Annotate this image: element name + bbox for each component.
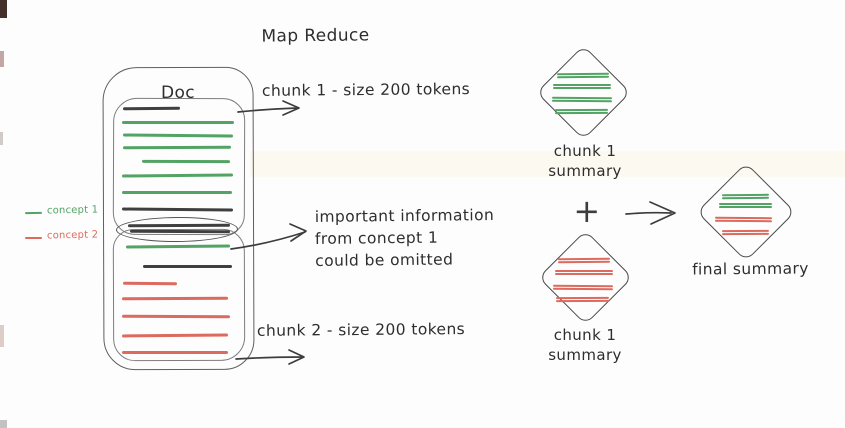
edge-artifact — [0, 0, 7, 18]
chunk2-summary-diamond — [538, 230, 633, 325]
omitted-note: important information from concept 1 cou… — [315, 204, 495, 272]
plus-operator: + — [573, 192, 601, 230]
chunk1-summary-label-line2: summary — [548, 162, 622, 180]
edge-artifact — [0, 51, 4, 67]
chunk2-box — [112, 228, 246, 362]
sketch-line — [25, 237, 42, 240]
chunk1-summary-label-line1: chunk 1 — [553, 142, 617, 160]
final-summary-diamond — [696, 162, 796, 262]
omitted-note-line3: could be omitted — [315, 250, 454, 270]
final-summary-label: final summary — [692, 259, 809, 279]
legend-concept1-label: concept 1 — [46, 204, 99, 217]
doc-label: Doc — [160, 83, 196, 103]
final-arrow — [625, 201, 676, 225]
chunk1-size-label: chunk 1 - size 200 tokens — [261, 80, 471, 100]
legend-concept2-label: concept 2 — [46, 229, 99, 242]
chunk1-box — [112, 97, 246, 236]
edge-artifact — [0, 325, 4, 347]
omitted-note-line1: important information — [314, 206, 495, 226]
compression-band — [250, 151, 845, 177]
edge-artifact — [0, 132, 3, 145]
omitted-note-line2: from concept 1 — [314, 228, 439, 248]
edge-artifact — [0, 420, 7, 428]
page-title: Map Reduce — [261, 25, 370, 47]
chunk2-summary-label-line1: chunk 1 — [553, 326, 617, 344]
chunk2-size-label: chunk 2 - size 200 tokens — [256, 320, 466, 340]
chunk1-summary-diamond — [536, 45, 631, 140]
chunk2-summary-label-line2: summary — [548, 346, 622, 364]
sketch-line — [24, 211, 43, 215]
